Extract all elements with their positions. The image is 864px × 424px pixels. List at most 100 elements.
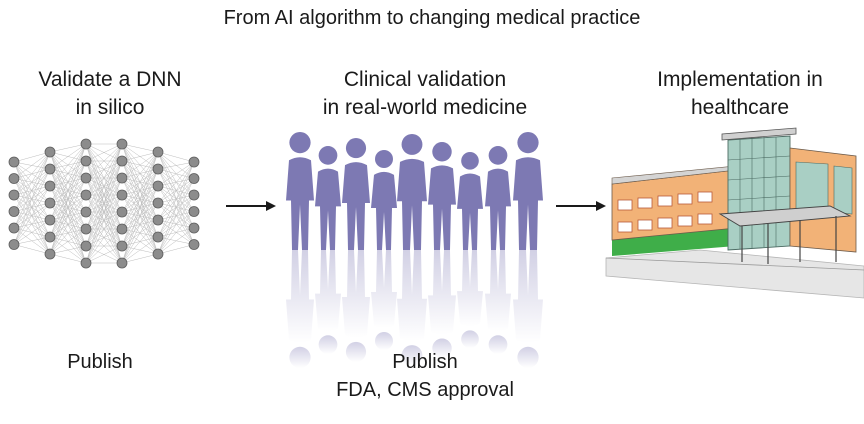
network-node [188, 222, 200, 234]
network-node [188, 189, 200, 201]
network-connection [13, 151, 51, 245]
person-reflection [342, 250, 370, 363]
network-connection [13, 219, 51, 245]
network-node [80, 257, 92, 269]
network-connection [85, 160, 123, 264]
person-silhouette [397, 134, 427, 250]
stage-clinical-title-line-1: Clinical validation [343, 68, 507, 91]
person-silhouette [485, 146, 511, 250]
person-silhouette [371, 150, 397, 250]
network-node [116, 257, 128, 269]
person-reflection [315, 250, 341, 355]
stage-clinical-caption-line-2: FDA, CMS approval [336, 379, 514, 401]
network-connection [157, 211, 195, 255]
stage-dnn-title-line-2: in silico [75, 96, 145, 119]
network-connection [49, 245, 87, 255]
network-connection [13, 151, 51, 212]
network-connection [85, 143, 123, 213]
network-node [80, 206, 92, 218]
network-connection [85, 211, 123, 264]
network-connection [49, 143, 87, 204]
network-node [80, 155, 92, 167]
network-connection [121, 151, 159, 179]
network-connection [13, 244, 51, 255]
network-connection [85, 143, 123, 230]
network-connection [85, 143, 123, 179]
network-node [8, 239, 20, 250]
arrow-right-icon [226, 201, 276, 211]
network-connection [85, 143, 123, 247]
person-silhouette [342, 138, 370, 250]
person-reflection [286, 250, 314, 368]
network-node [44, 214, 56, 226]
stage-dnn-title: Validate a DNN in silico [0, 66, 220, 122]
network-connection [121, 236, 159, 264]
person-silhouette [513, 132, 543, 250]
network-connection [85, 245, 123, 264]
network-connection [121, 253, 159, 264]
stage-clinical-caption-line-1: Publish [392, 351, 458, 373]
network-node [152, 248, 164, 260]
network-node [80, 189, 92, 201]
network-node [152, 163, 164, 175]
person-reflection [513, 250, 543, 368]
network-connection [157, 161, 195, 238]
network-connection [49, 177, 87, 255]
network-connection [13, 202, 51, 245]
network-connection [157, 161, 195, 255]
network-connection [121, 202, 159, 264]
network-node [152, 214, 164, 226]
network-connection [49, 160, 87, 255]
person-reflection [371, 250, 397, 350]
network-node [80, 240, 92, 252]
network-connection [49, 253, 87, 264]
network-connection [157, 244, 195, 255]
network-node [80, 172, 92, 184]
person-silhouette [286, 132, 314, 250]
network-node [44, 231, 56, 243]
network-connection [49, 143, 87, 221]
network-connection [85, 177, 123, 264]
network-connection [49, 143, 87, 238]
network-node [44, 248, 56, 260]
network-connection [13, 236, 51, 245]
person-silhouette [428, 142, 456, 250]
network-node [44, 197, 56, 209]
network-connection [49, 211, 87, 255]
network-node [188, 239, 200, 250]
network-connection [13, 185, 51, 245]
person-reflection [428, 250, 456, 358]
stage-clinical-title: Clinical validation in real-world medici… [290, 66, 560, 122]
network-node [152, 146, 164, 158]
figure-title: From AI algorithm to changing medical pr… [223, 7, 641, 29]
network-connection [121, 151, 159, 247]
network-connection [49, 228, 87, 255]
network-connection [157, 194, 195, 255]
network-connection [49, 143, 87, 153]
network-connection [157, 151, 195, 163]
arrow-right-icon [556, 201, 606, 211]
network-connection [121, 143, 159, 153]
network-connection [121, 151, 159, 264]
network-connection [157, 161, 195, 187]
network-connection [49, 194, 87, 255]
stage-dnn-caption-line-1: Publish [67, 351, 133, 373]
network-connection [85, 228, 123, 264]
network-node [44, 163, 56, 175]
network-connection [121, 151, 159, 213]
person-reflection [397, 250, 427, 366]
network-connection [85, 143, 123, 264]
network-connection [121, 168, 159, 264]
network-connection [157, 227, 195, 255]
network-node [8, 222, 20, 234]
network-node [44, 146, 56, 158]
person-reflection [485, 250, 511, 355]
stage-implementation-title-line-1: Implementation in [657, 68, 823, 91]
network-node [80, 138, 92, 150]
network-node [116, 172, 128, 184]
network-node [8, 156, 20, 168]
network-connection [85, 143, 123, 196]
network-connection [85, 143, 123, 162]
